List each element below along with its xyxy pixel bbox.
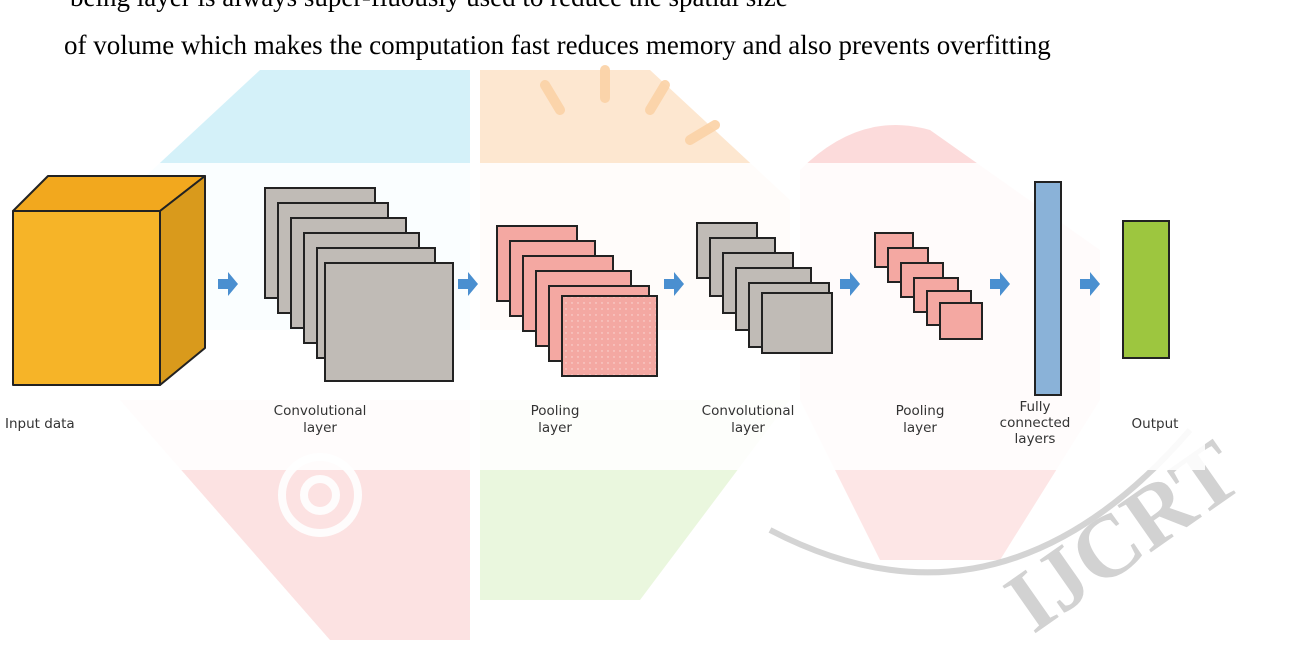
- paragraph-line-top: being layer is always super-fluously use…: [70, 0, 788, 13]
- conv-layer-2-stack: [696, 222, 833, 354]
- label-pooling-layer-1: Pooling layer: [500, 403, 610, 437]
- cnn-diagram: [12, 175, 1170, 396]
- label-output: Output: [1110, 416, 1200, 433]
- label-conv-layer-1: Convolutional layer: [250, 403, 390, 437]
- input-data-cube: [12, 175, 206, 386]
- label-pooling-layer-2: Pooling layer: [875, 403, 965, 437]
- label-line: layer: [538, 420, 572, 436]
- label-line: Pooling: [530, 403, 580, 419]
- pooling-layer-2-stack: [874, 232, 983, 340]
- watermark-arc: [768, 428, 1193, 576]
- label-line: layer: [303, 420, 337, 436]
- label-line: Fully: [1019, 399, 1051, 415]
- label-line: layer: [731, 420, 765, 436]
- label-line: connected: [999, 415, 1071, 431]
- label-line: Input data: [5, 416, 75, 432]
- label-line: Output: [1131, 416, 1179, 432]
- label-input-data: Input data: [5, 416, 135, 433]
- arrow-2-icon: [458, 272, 478, 296]
- arrow-4-icon: [840, 272, 860, 296]
- pooling-layer-1-stack: [496, 225, 658, 377]
- fully-connected-bar: [1034, 181, 1062, 396]
- label-line: Convolutional: [701, 403, 795, 419]
- label-line: Convolutional: [273, 403, 367, 419]
- label-line: Pooling: [895, 403, 945, 419]
- output-bar: [1122, 220, 1170, 359]
- watermark-sun-icon: [540, 65, 720, 145]
- arrow-6-icon: [1080, 272, 1100, 296]
- label-conv-layer-2: Convolutional layer: [678, 403, 818, 437]
- arrow-1-icon: [218, 272, 238, 296]
- arrow-5-icon: [990, 272, 1010, 296]
- paragraph-line: of volume which makes the computation fa…: [64, 30, 1051, 60]
- cnn-architecture-figure: Input data Convolutional layer Pooling l…: [0, 163, 1205, 470]
- label-line: layer: [903, 420, 937, 436]
- arrow-3-icon: [664, 272, 684, 296]
- conv-layer-1-stack: [264, 187, 454, 382]
- label-line: layers: [1014, 431, 1056, 447]
- label-fully-connected: Fully connected layers: [985, 399, 1085, 447]
